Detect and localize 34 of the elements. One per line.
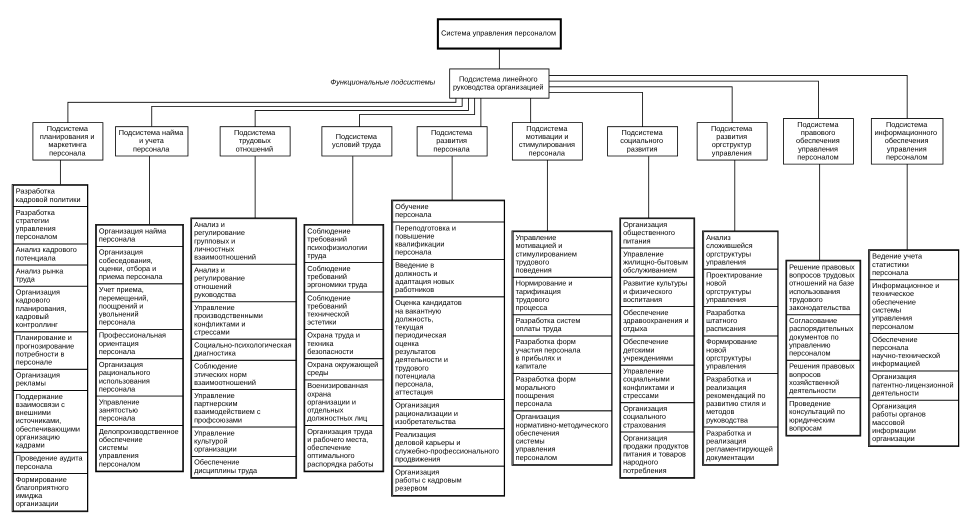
connector <box>60 160 61 184</box>
node-box: Подсистема социального развития <box>607 126 678 156</box>
connector <box>359 97 476 127</box>
node-box: Подсистема трудовых отношений <box>220 126 291 156</box>
node-box: Подсистема информационного обеспечения управления персоналом <box>870 118 944 164</box>
node-box: Подсистема правового обеспечения управления персоналом <box>783 118 854 164</box>
connector <box>254 97 469 127</box>
connector <box>498 48 500 69</box>
connector <box>548 80 819 118</box>
connector <box>452 155 453 200</box>
connector <box>149 155 150 224</box>
node-box: Подсистема мотивации и стимулирования персонала <box>512 122 583 160</box>
connector <box>819 163 820 260</box>
node-box: Подсистема развития персонала <box>416 126 488 156</box>
node-box: Подсистема планирования и маркетинга персонала <box>32 122 104 160</box>
connector <box>548 74 908 118</box>
connector <box>254 155 256 218</box>
node-box: Система управления персоналом <box>436 18 562 50</box>
connector <box>352 155 354 224</box>
node-box: Подсистема линейного руководства организацией <box>449 68 550 98</box>
connector <box>734 160 736 231</box>
connector <box>906 163 908 250</box>
connector <box>151 97 463 126</box>
node-box: Подсистема найма и учета персонала <box>115 126 188 156</box>
connector <box>530 98 532 122</box>
connector <box>546 160 548 231</box>
node-box: Подсистема развития оргструктур управления <box>696 122 768 160</box>
node-box: Подсистема условий труда <box>321 126 392 156</box>
connector <box>480 98 482 126</box>
connector <box>548 92 644 127</box>
connector <box>648 155 650 218</box>
connector <box>548 86 733 122</box>
label: Функциональные подсистемы <box>330 77 436 86</box>
connector <box>68 97 456 122</box>
